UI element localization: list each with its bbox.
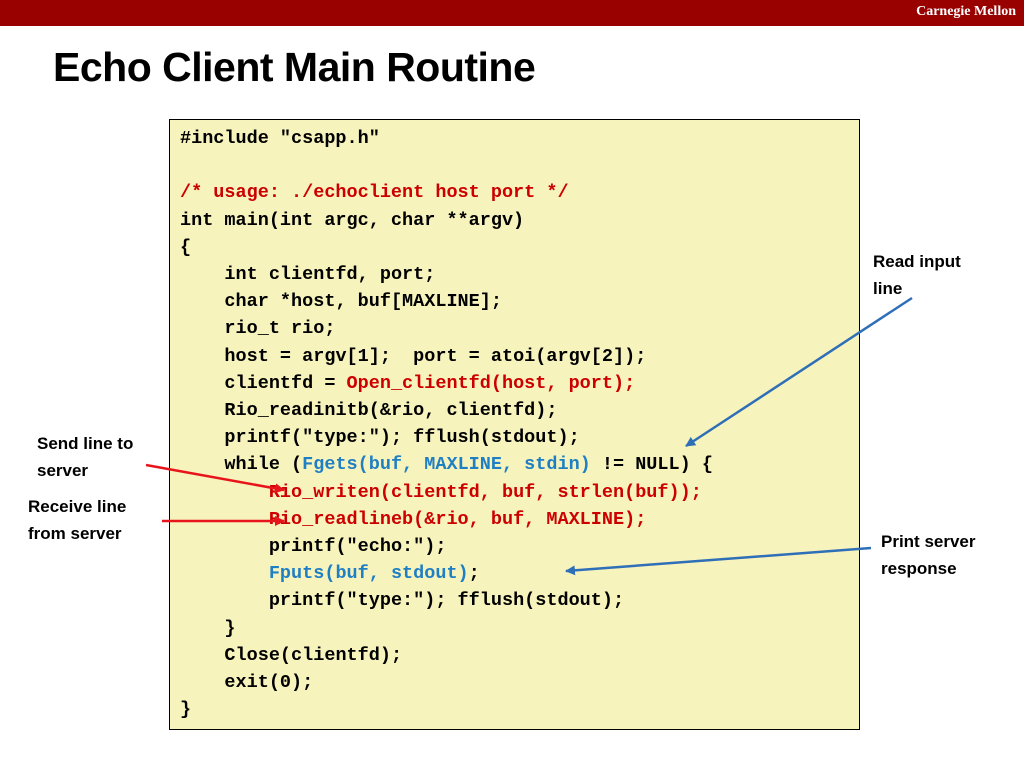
- code-line: exit(0);: [180, 672, 313, 693]
- code-token: int clientfd, port;: [224, 264, 436, 286]
- code-line: while (Fgets(buf, MAXLINE, stdin) != NUL…: [180, 454, 713, 475]
- annotation-read-input-line1: Read input: [873, 252, 961, 271]
- code-line: printf("type:"); fflush(stdout);: [180, 427, 580, 449]
- code-token: rio_t rio;: [224, 318, 336, 340]
- code-token: Rio_readlineb(&rio, buf, MAXLINE);: [268, 508, 647, 530]
- annotation-print-response-line2: response: [881, 559, 957, 578]
- annotation-receive-line: Receive line from server: [28, 493, 126, 547]
- code-line: Rio_readinitb(&rio, clientfd);: [180, 400, 557, 421]
- code-line: Rio_readlineb(&rio, buf, MAXLINE);: [180, 509, 646, 530]
- code-line: {: [180, 237, 191, 258]
- code-token: Fputs(buf, stdout): [268, 563, 469, 585]
- code-token: char *host, buf[MAXLINE];: [224, 291, 502, 313]
- arrow-read-input: [685, 296, 913, 448]
- code-line: Close(clientfd);: [180, 645, 402, 666]
- code-token: #include "csapp.h": [180, 128, 380, 149]
- code-line: int main(int argc, char **argv): [180, 210, 524, 231]
- code-token: != NULL) {: [590, 454, 713, 476]
- code-token: Close(clientfd);: [224, 644, 403, 666]
- annotation-receive-line-line1: Receive line: [28, 497, 127, 516]
- annotation-send-line: Send line to server: [37, 430, 133, 484]
- code-line: }: [180, 617, 236, 639]
- code-block: #include "csapp.h" /* usage: ./echoclien…: [169, 119, 860, 730]
- code-token: while (: [224, 454, 303, 476]
- code-token: Rio_readinitb(&rio, clientfd);: [224, 400, 558, 422]
- code-token: printf("type:"); fflush(stdout);: [224, 427, 580, 449]
- code-line: Rio_writen(clientfd, buf, strlen(buf));: [180, 482, 702, 503]
- code-line: #include "csapp.h": [180, 128, 380, 149]
- code-line: rio_t rio;: [180, 318, 335, 339]
- code-line: }: [180, 699, 191, 720]
- arrow-print-response: [565, 546, 872, 576]
- code-token: Open_clientfd(host, port);: [346, 372, 636, 394]
- code-token: int main(int argc, char **argv): [180, 209, 525, 231]
- code-token: {: [180, 236, 192, 258]
- code-token: Rio_writen(clientfd, buf, strlen(buf));: [268, 481, 702, 503]
- annotation-read-input-line2: line: [873, 279, 903, 298]
- code-token: host = argv[1]; port = atoi(argv[2]);: [224, 345, 647, 367]
- code-token: clientfd =: [224, 372, 347, 394]
- annotation-send-line-line1: Send line to: [37, 434, 134, 453]
- code-listing: #include "csapp.h" /* usage: ./echoclien…: [180, 125, 713, 723]
- code-token: }: [180, 699, 192, 721]
- code-line: Fputs(buf, stdout);: [180, 563, 480, 584]
- annotation-receive-line-line2: from server: [28, 524, 122, 543]
- annotation-send-line-line2: server: [37, 461, 89, 480]
- brand-label: Carnegie Mellon: [916, 4, 1016, 19]
- code-line: /* usage: ./echoclient host port */: [180, 182, 569, 203]
- code-token: printf("type:"); fflush(stdout);: [268, 590, 625, 612]
- slide-title: Echo Client Main Routine: [53, 44, 536, 90]
- code-line: host = argv[1]; port = atoi(argv[2]);: [180, 346, 646, 367]
- code-line: char *host, buf[MAXLINE];: [180, 291, 502, 312]
- arrow-send-line: [145, 463, 285, 494]
- code-line: clientfd = Open_clientfd(host, port);: [180, 373, 635, 394]
- code-token: ;: [468, 563, 480, 585]
- annotation-read-input: Read input line: [873, 248, 961, 302]
- code-line: printf("echo:");: [180, 536, 447, 558]
- code-token: Fgets(buf, MAXLINE, stdin): [302, 454, 591, 476]
- code-line: printf("type:"); fflush(stdout);: [180, 590, 624, 611]
- code-line: int clientfd, port;: [180, 264, 435, 285]
- code-token: }: [224, 617, 236, 639]
- annotation-print-response-line1: Print server: [881, 532, 976, 551]
- annotation-print-response: Print server response: [881, 528, 976, 582]
- code-token: exit(0);: [224, 672, 314, 694]
- brand-bar: Carnegie Mellon: [0, 0, 1024, 26]
- code-token: /* usage: ./echoclient host port */: [180, 182, 569, 204]
- code-token: printf("echo:");: [268, 536, 447, 558]
